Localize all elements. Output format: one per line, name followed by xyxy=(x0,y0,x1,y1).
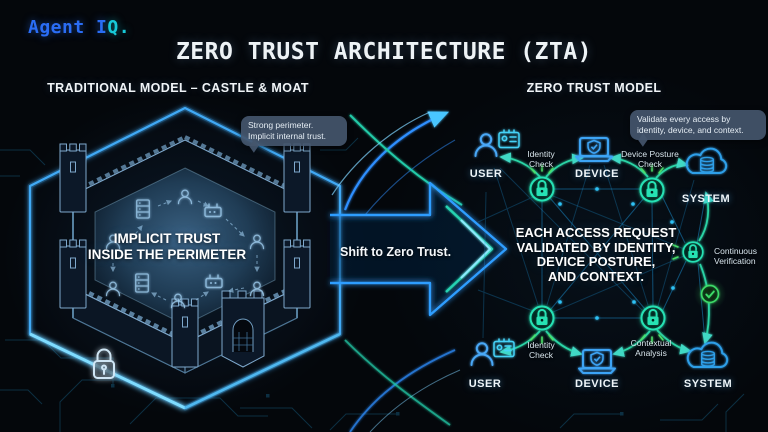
brand-logo-part2: Q. xyxy=(107,17,131,38)
lock-node-icon xyxy=(640,305,666,331)
zt-caption-line3: DEVICE POSTURE, xyxy=(536,254,656,269)
device-bottom-label: DEVICE xyxy=(575,378,619,390)
castle-tower-icon xyxy=(59,143,87,213)
system-bottom-label: SYSTEM xyxy=(683,378,733,390)
right-section-heading: ZERO TRUST MODEL xyxy=(526,81,662,95)
implicit-trust-caption: IMPLICIT TRUST INSIDE THE PERIMETER xyxy=(67,231,267,262)
circuit-traces xyxy=(0,137,745,432)
continuous-verification-label: Continuous Verification xyxy=(714,246,758,266)
castle-tower-icon xyxy=(283,239,311,309)
system-icon xyxy=(686,341,729,369)
check-circle-icon xyxy=(700,284,720,304)
implicit-trust-line1: IMPLICIT TRUST xyxy=(113,231,221,246)
user-bottom-label: USER xyxy=(468,378,502,390)
identity-check-bottom-label: Identity Check xyxy=(527,340,555,360)
brand-logo: Agent IQ. xyxy=(28,17,130,38)
device-icon xyxy=(578,349,616,374)
id-card-icon xyxy=(498,129,520,149)
lock-node-icon xyxy=(529,305,555,331)
shift-label: Shift to Zero Trust. xyxy=(340,245,452,259)
castle-tower-icon xyxy=(171,298,199,368)
implicit-trust-line2: INSIDE THE PERIMETER xyxy=(87,246,247,262)
device-posture-check-label: Device Posture Check xyxy=(621,149,679,169)
shift-arrow xyxy=(330,181,508,317)
perimeter-tooltip: Strong perimeter. Implicit internal trus… xyxy=(241,116,347,146)
page-title: ZERO TRUST ARCHITECTURE (ZTA) xyxy=(175,39,593,65)
castle-gate-icon xyxy=(221,290,265,368)
system-icon xyxy=(685,147,728,175)
contextual-analysis-label: Contextual Analysis xyxy=(630,338,672,358)
transition-arrows xyxy=(330,111,508,432)
identity-check-top-label: Identity Check xyxy=(527,149,555,169)
device-top-label: DEVICE xyxy=(575,168,619,180)
perimeter-tooltip-line1: Strong perimeter. xyxy=(248,120,314,130)
castle-tower-icon xyxy=(283,143,311,213)
system-top-label: SYSTEM xyxy=(681,193,731,205)
validate-tooltip-line1: Validate every access by xyxy=(637,114,731,124)
user-icon xyxy=(474,133,498,157)
zt-caption-line1: EACH ACCESS REQUEST xyxy=(515,225,677,240)
brand-logo-part1: Agent I xyxy=(28,17,108,38)
zt-caption-line4: AND CONTEXT. xyxy=(547,268,645,284)
left-section-heading: TRADITIONAL MODEL – CASTLE & MOAT xyxy=(47,81,309,95)
validate-tooltip: Validate every access by identity, devic… xyxy=(630,110,766,140)
zero-trust-mesh xyxy=(470,129,729,374)
user-top-label: USER xyxy=(469,168,503,180)
user-icon xyxy=(470,342,494,366)
castle-illustration xyxy=(27,105,343,411)
zero-trust-caption: EACH ACCESS REQUEST VALIDATED BY IDENTIT… xyxy=(505,225,687,284)
validate-tooltip-line2: identity, device, and context. xyxy=(637,125,744,135)
perimeter-tooltip-line2: Implicit internal trust. xyxy=(248,131,326,141)
lock-node-icon xyxy=(529,176,555,202)
lock-node-icon xyxy=(639,177,665,203)
zt-caption-line2: VALIDATED BY IDENTITY, xyxy=(516,239,676,255)
